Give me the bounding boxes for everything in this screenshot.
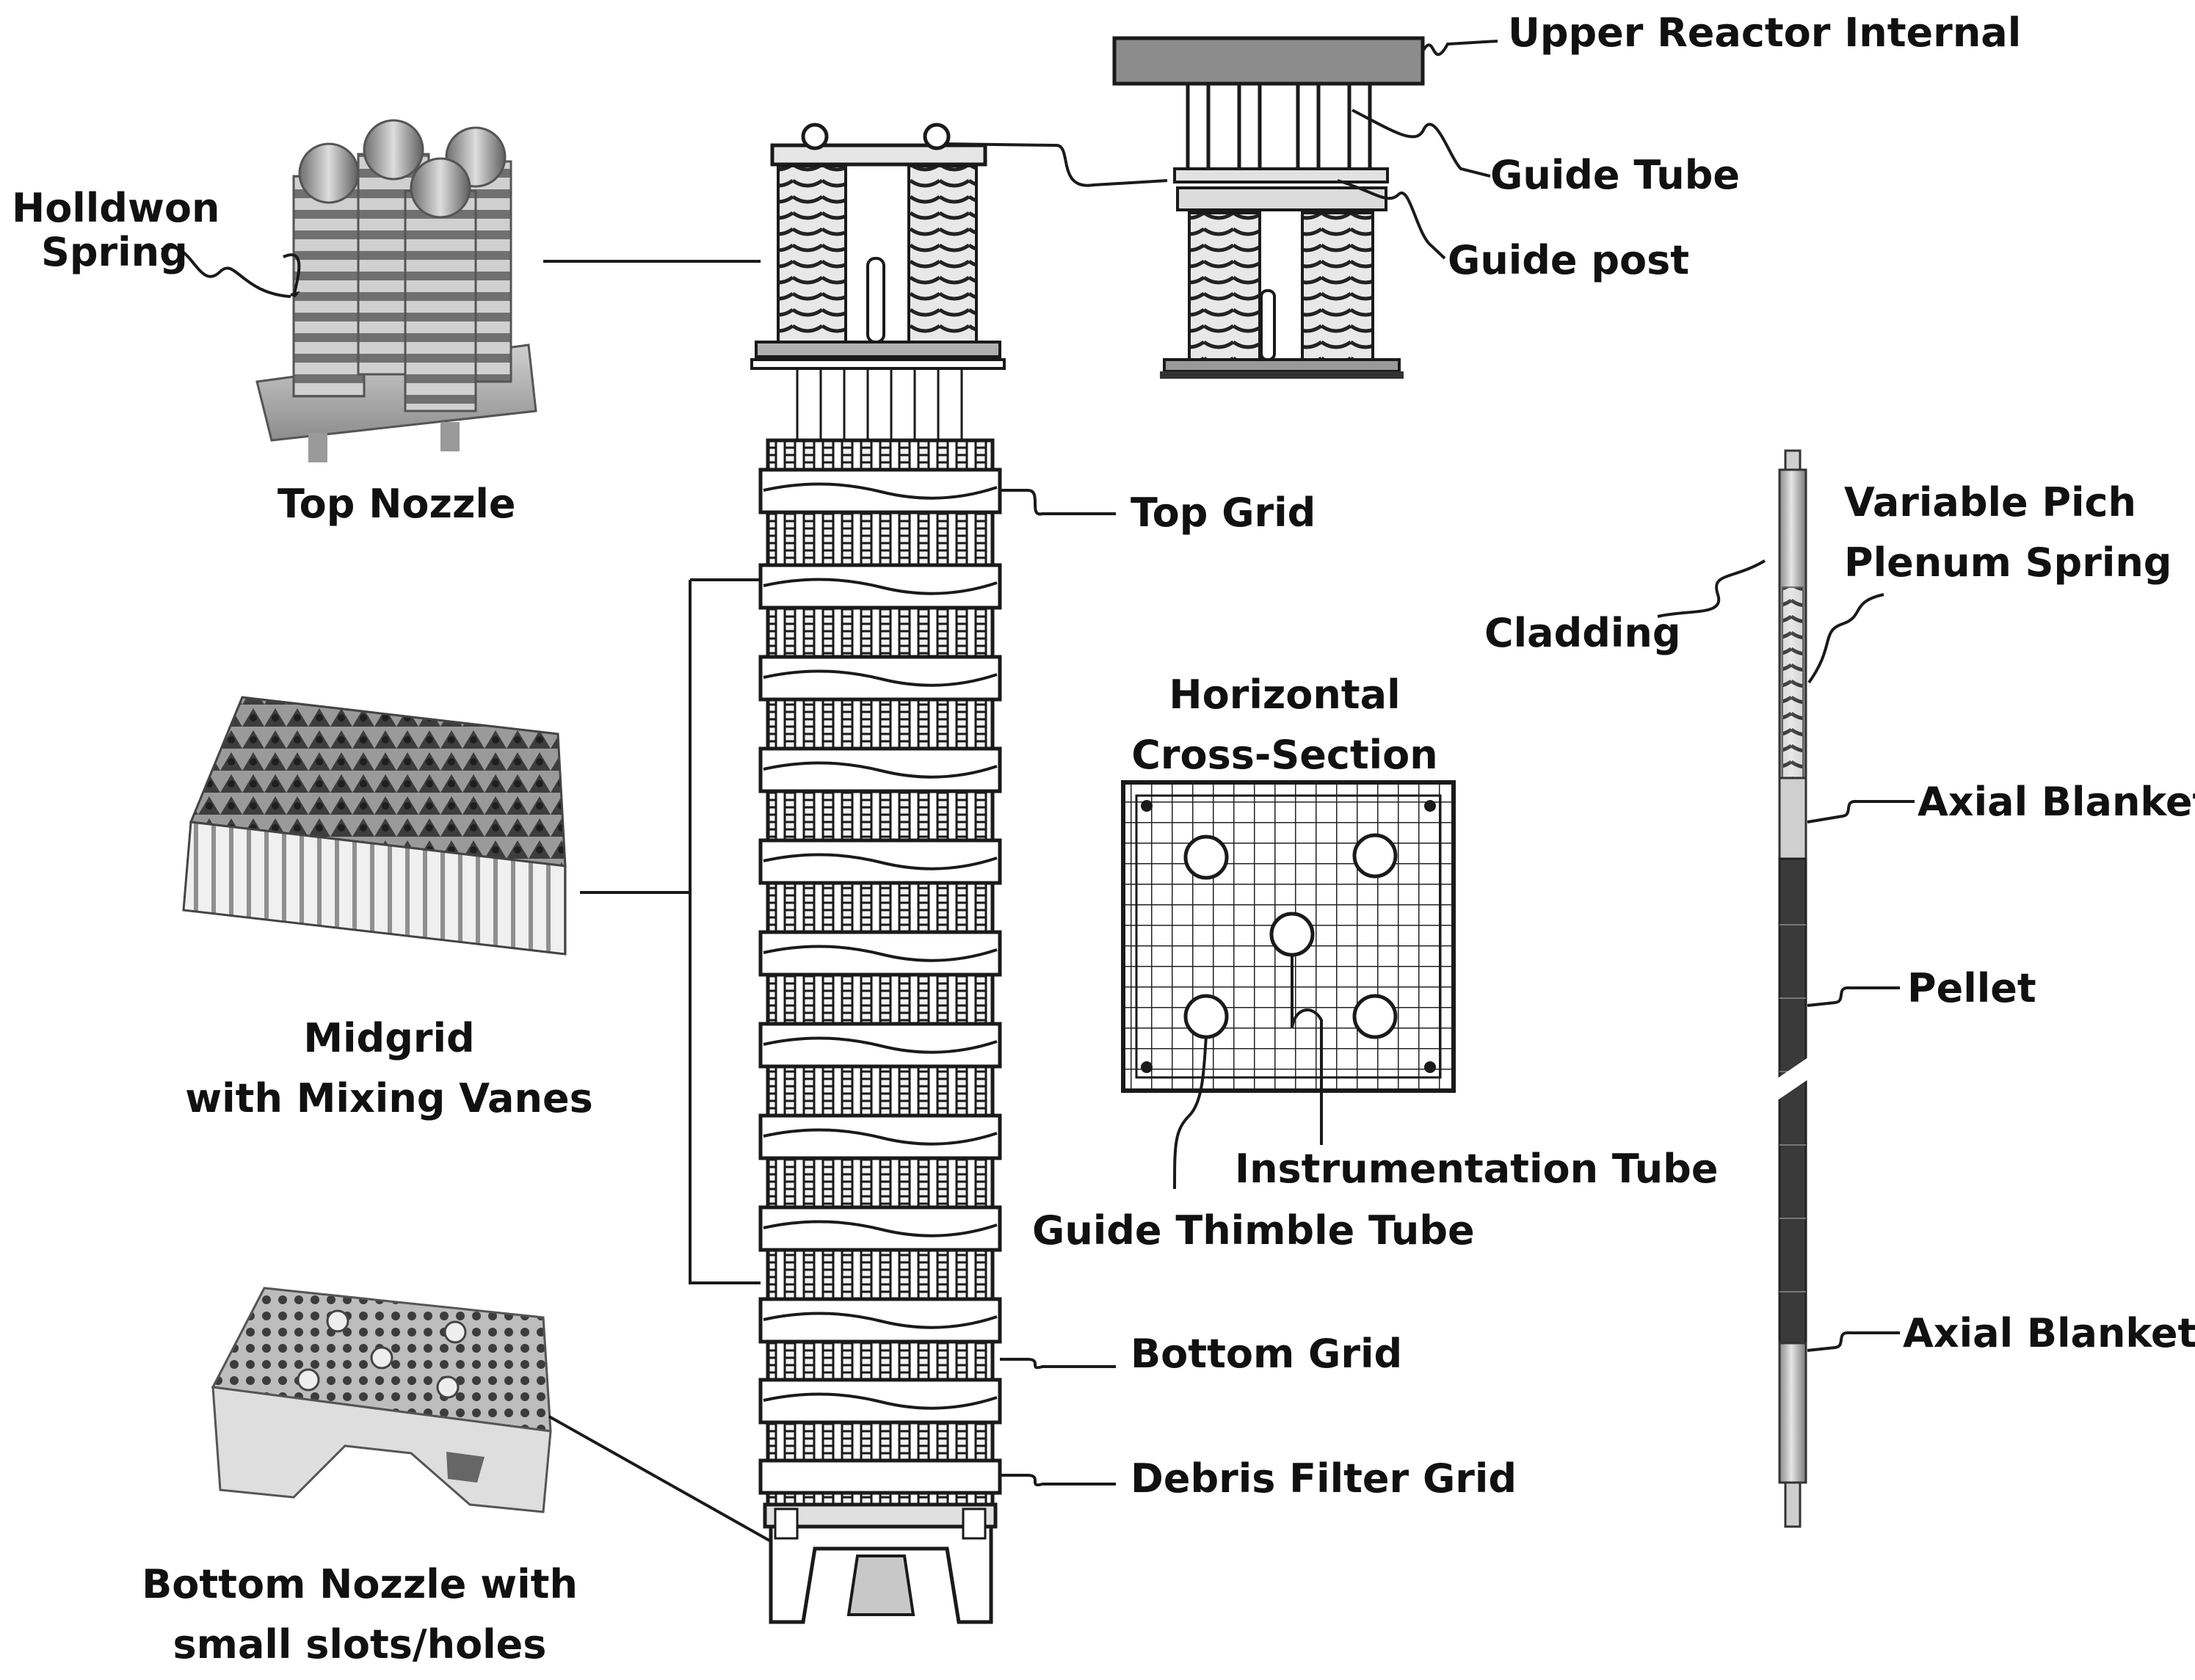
label-bottom-nozzle-line1: Bottom Nozzle with — [142, 1561, 578, 1607]
label-variable-pitch-plenum-spring: Variable Pich Plenum Spring — [1844, 473, 2172, 593]
label-instrumentation-tube: Instrumentation Tube — [1235, 1146, 1719, 1192]
label-midgrid-line1: Midgrid — [303, 1015, 475, 1061]
label-guide-thimble-tube: Guide Thimble Tube — [1032, 1207, 1475, 1254]
label-cross-section-line1: Horizontal — [1169, 672, 1401, 718]
label-bottom-nozzle: Bottom Nozzle with small slots/holes — [132, 1554, 587, 1675]
leader-lines — [161, 40, 1915, 1543]
label-debris-filter-grid: Debris Filter Grid — [1131, 1455, 1517, 1502]
label-holddown-spring-line2: Spring — [41, 229, 188, 275]
label-axial-blanket-bottom: Axial Blanket — [1903, 1310, 2195, 1356]
label-holddown-spring-line1: Holldwon — [12, 185, 220, 231]
label-midgrid-with-mixing-vanes: Midgrid with Mixing Vanes — [176, 1008, 602, 1129]
label-cross-section-line2: Cross-Section — [1131, 732, 1438, 778]
label-cladding: Cladding — [1484, 610, 1681, 656]
label-axial-blanket-top: Axial Blanket — [1918, 779, 2195, 825]
upper-internal-drawing — [1112, 36, 1425, 379]
label-bottom-nozzle-line2: small slots/holes — [173, 1621, 547, 1668]
label-horizontal-cross-section: Horizontal Cross-Section — [1131, 665, 1439, 785]
label-guide-tube: Guide Tube — [1490, 152, 1740, 198]
label-pellet: Pellet — [1907, 965, 2036, 1011]
label-top-grid: Top Grid — [1131, 490, 1316, 536]
fuel-rod-drawing — [1777, 449, 1809, 1528]
label-variable-pitch-line2: Plenum Spring — [1844, 539, 2172, 586]
label-variable-pitch-line1: Variable Pich — [1844, 479, 2136, 526]
fuel-assembly-column — [750, 123, 1006, 1624]
top-nozzle-illustration — [255, 119, 537, 462]
label-bottom-grid: Bottom Grid — [1131, 1331, 1403, 1377]
label-guide-post: Guide post — [1448, 237, 1690, 283]
label-upper-reactor-internal: Upper Reactor Internal — [1508, 10, 2022, 56]
label-holddown-spring: Holldwon Spring — [12, 186, 220, 274]
label-midgrid-line2: with Mixing Vanes — [185, 1075, 593, 1121]
label-top-nozzle: Top Nozzle — [277, 481, 516, 527]
midgrid-illustration — [182, 696, 567, 956]
bottom-nozzle-illustration — [211, 1287, 552, 1513]
